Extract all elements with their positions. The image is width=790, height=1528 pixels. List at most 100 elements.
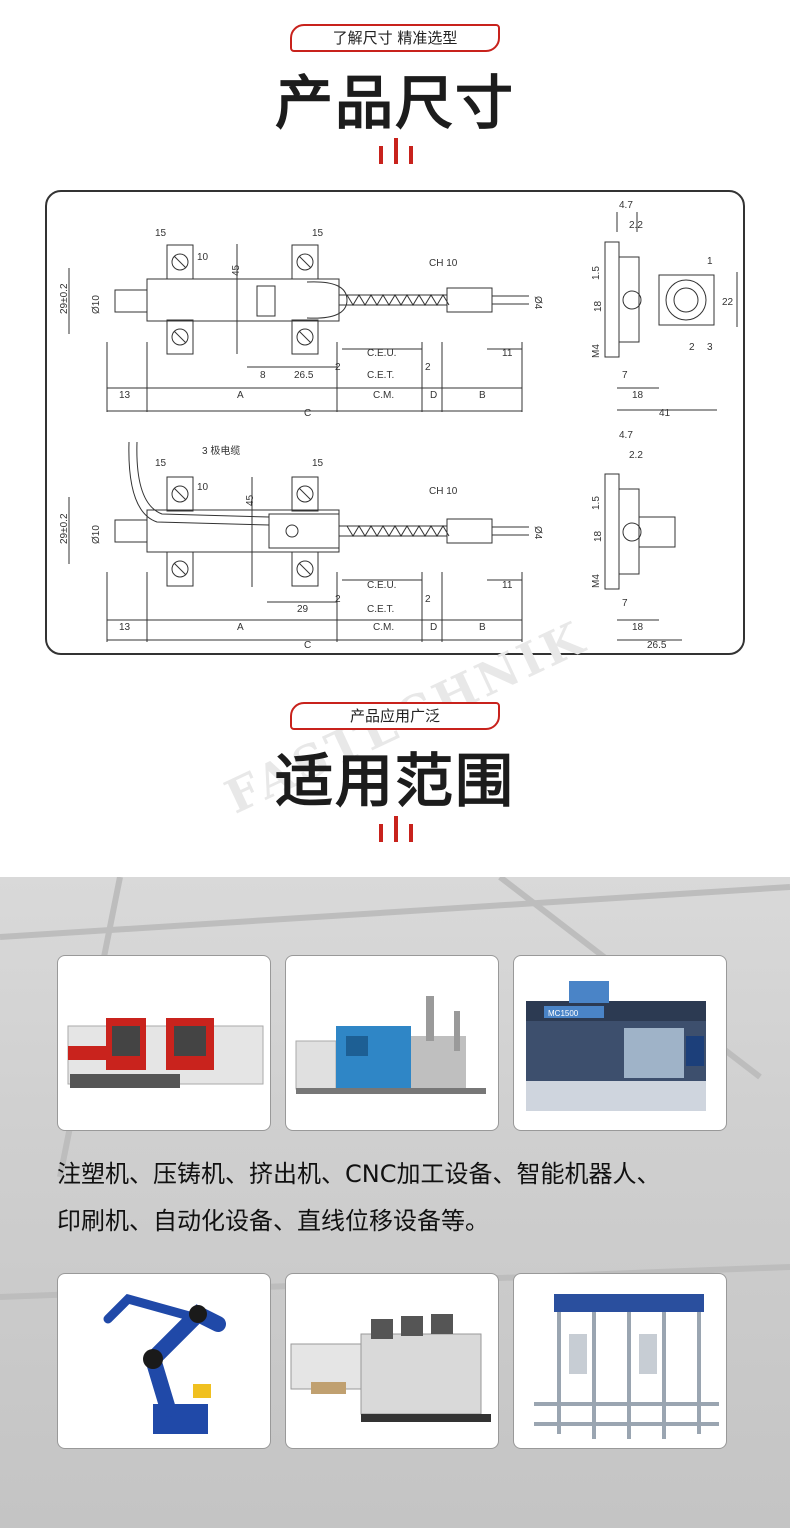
pin-label: 3: [707, 342, 713, 353]
sensor-body: [146, 278, 340, 322]
dim-label: 4.7: [619, 200, 633, 211]
dim-label: 41: [659, 408, 671, 419]
dim-label: 15: [312, 458, 324, 469]
dim-label: 15: [312, 228, 324, 239]
screw-icon: [296, 328, 314, 346]
dim-label: C.M.: [373, 390, 394, 401]
screw-icon: [296, 560, 314, 578]
cnc-machine-icon: MC1500: [526, 981, 706, 1111]
mount-block-tl2: [166, 476, 194, 512]
dim-label: C.E.U.: [367, 348, 396, 359]
dim-label: 45: [245, 494, 256, 506]
app-card-robot: [57, 1273, 271, 1449]
dim-label: 45: [231, 264, 242, 276]
dim-label: 18: [632, 390, 644, 401]
dim-label: Ø10: [91, 295, 102, 314]
dim-label: 13: [119, 390, 131, 401]
side-body: [618, 256, 640, 343]
dim-label: 10: [197, 252, 209, 263]
dim-label: B: [479, 622, 486, 633]
screw-icon: [285, 524, 299, 538]
dim-label: C: [304, 408, 311, 419]
section-tag-applications: 产品应用广泛: [290, 702, 500, 730]
injection-molding-machine-icon: [67, 1018, 264, 1088]
rod-head: [306, 281, 348, 319]
dim-label: C.E.U.: [367, 580, 396, 591]
dim-label: 15: [155, 458, 167, 469]
dim-label: Ø4: [532, 526, 543, 540]
mount-block-tr2: [291, 476, 319, 512]
dim-label: C: [304, 640, 311, 651]
dim-label: Ø10: [91, 525, 102, 544]
dim-label: M4: [591, 574, 602, 588]
side-flange2: [604, 473, 620, 590]
dim-label: 18: [632, 622, 644, 633]
dim-label: 2: [425, 362, 431, 373]
app-card-die-casting: [285, 955, 499, 1131]
spring: [346, 294, 450, 306]
screw-icon: [171, 485, 189, 503]
section-tag-dimensions: 了解尺寸 精准选型: [290, 24, 500, 52]
dim-label: 4.7: [619, 430, 633, 441]
app-card-cnc: MC1500: [513, 955, 727, 1131]
dim-label: 2.2: [629, 220, 643, 231]
end-cap2: [114, 519, 148, 543]
dim-label: 26.5: [647, 640, 667, 651]
screw-icon: [296, 253, 314, 271]
dim-label: M4: [591, 344, 602, 358]
dim-label: 13: [119, 622, 131, 633]
dimension-drawing: 15 10 15 45 29±0.2 Ø10 CH 10 Ø4 8 26.5 2…: [45, 190, 745, 655]
screw-icon: [296, 485, 314, 503]
dim-label: 2.2: [629, 450, 643, 461]
dim-label: B: [479, 390, 486, 401]
drawing-svg: 15 10 15 45 29±0.2 Ø10 CH 10 Ø4 8 26.5 2…: [59, 200, 738, 651]
side-flange: [604, 241, 620, 358]
dim-label: 1.5: [591, 496, 602, 510]
app-card-automation: [513, 1273, 727, 1449]
dim-label: 7: [622, 370, 628, 381]
dim-label: C.M.: [373, 622, 394, 633]
dim-label: C.E.T.: [367, 370, 394, 381]
slider-block: [268, 513, 340, 549]
dim-label: 2: [425, 594, 431, 605]
section-title-applications: 适用范围: [274, 747, 515, 815]
dim-label: CH 10: [429, 486, 458, 497]
dim-label: C.E.T.: [367, 604, 394, 615]
end-cap: [114, 289, 148, 313]
applications-line-2: 印刷机、自动化设备、直线位移设备等。: [57, 1207, 489, 1235]
side-body2: [618, 488, 640, 575]
screw-icon: [171, 560, 189, 578]
cable-label: 3 极电缆: [202, 444, 240, 457]
automation-line-icon: [534, 1294, 719, 1439]
screw-icon: [171, 253, 189, 271]
cable: [128, 441, 270, 526]
app-card-printing: [285, 1273, 499, 1449]
dim-label: Ø4: [532, 296, 543, 310]
dim-label: 29: [297, 604, 309, 615]
rod-hex2: [446, 518, 493, 544]
dim-label: 18: [593, 530, 604, 542]
slider-ring: [256, 285, 276, 317]
screw-icon: [171, 328, 189, 346]
dim-label: 15: [155, 228, 167, 239]
dim-label: D: [430, 390, 437, 401]
rod-hex: [446, 287, 493, 313]
pin-label: 2: [689, 342, 695, 353]
section-title-dimensions: 产品尺寸: [274, 69, 515, 137]
dim-label: 2: [335, 362, 341, 373]
applications-line-1: 注塑机、压铸机、挤出机、CNC加工设备、智能机器人、: [57, 1160, 661, 1188]
dim-label: 29±0.2: [59, 283, 70, 314]
connector-face: [658, 274, 715, 326]
printing-press-icon: [290, 1314, 491, 1422]
spring2: [346, 525, 450, 537]
dim-label: 2: [335, 594, 341, 605]
dim-label: 29±0.2: [59, 513, 70, 544]
side-connector2: [638, 516, 676, 548]
applications-panel: MC1500 注塑机、压铸机、挤出机、CNC加工设备、智能机器人、 印刷机、自动…: [0, 877, 790, 1528]
dim-label: 7: [622, 598, 628, 609]
dim-label: 22: [722, 297, 734, 308]
dim-label: 11: [502, 580, 513, 591]
connector-icon: [665, 279, 707, 321]
dim-label: 26.5: [294, 370, 314, 381]
dim-label: 8: [260, 370, 266, 381]
